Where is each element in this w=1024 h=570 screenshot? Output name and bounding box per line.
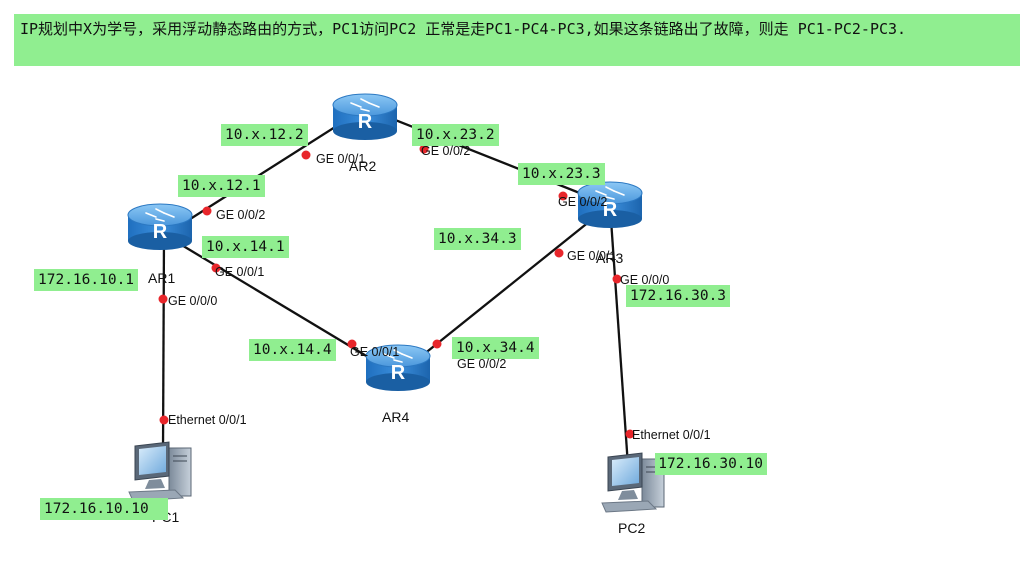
port-label-ar3-g001: GE 0/0/1: [567, 249, 617, 263]
address-pc1: 172.16.10.10: [40, 498, 168, 520]
address-ar1-g000: 172.16.10.1: [34, 269, 139, 291]
address-ar1-g001: 10.x.14.1: [202, 236, 289, 258]
address-pc2: 172.16.30.10: [655, 453, 767, 475]
port-dots: [158, 144, 635, 439]
device-label-pc2: PC2: [618, 520, 646, 536]
port-label-ar1-g001: GE 0/0/1: [215, 265, 265, 279]
router-icon-ar2: [332, 93, 398, 141]
address-ar4-g001: 10.x.14.4: [249, 339, 336, 361]
address-ar4-g002: 10.x.34.4: [452, 337, 539, 359]
port-label-ar2-g002: GE 0/0/2: [421, 144, 471, 158]
port-label-ar1-g000: GE 0/0/0: [168, 294, 218, 308]
device-label-ar4: AR4: [382, 409, 410, 425]
address-ar2-g002: 10.x.23.2: [412, 124, 499, 146]
network-links: [161, 106, 630, 467]
port-label-ar4-g001: GE 0/0/1: [350, 345, 400, 359]
port-label-ar3-g000: GE 0/0/0: [620, 273, 670, 287]
pc-icon-pc1: [128, 441, 192, 502]
port-label-ar3-g002: GE 0/0/2: [558, 195, 608, 209]
address-ar1-g002: 10.x.12.1: [178, 175, 265, 197]
port-label-pc2-eth: Ethernet 0/0/1: [632, 428, 711, 442]
address-ar2-g001: 10.x.12.2: [221, 124, 308, 146]
port-label-ar1-g002: GE 0/0/2: [216, 208, 266, 222]
port-label-ar2-g001: GE 0/0/1: [316, 152, 366, 166]
device-label-ar1: AR1: [148, 270, 176, 286]
address-ar3-g000: 172.16.30.3: [626, 285, 731, 307]
task-note: IP规划中X为学号，采用浮动静态路由的方式，PC1访问PC2 正常是走PC1-P…: [14, 14, 1020, 66]
address-ar3-g001: 10.x.34.3: [434, 228, 521, 250]
address-ar3-g002: 10.x.23.3: [518, 163, 605, 185]
device-label-ar2: AR2: [349, 158, 377, 174]
port-label-ar4-g002: GE 0/0/2: [457, 357, 507, 371]
device-label-ar3: AR3: [596, 250, 624, 266]
port-label-pc1-eth: Ethernet 0/0/1: [168, 413, 247, 427]
router-icon-ar1: [127, 203, 193, 251]
